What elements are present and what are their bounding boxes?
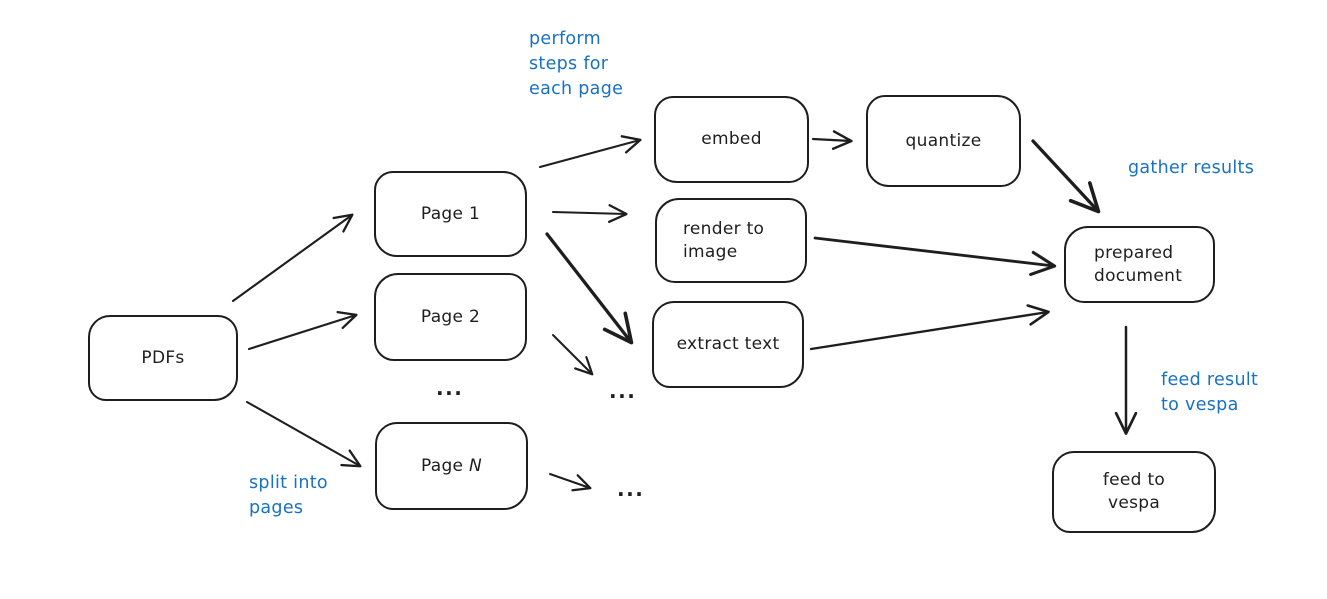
node-feed-to-vespa: feed to vespa [1052,451,1216,533]
arrow-render-to-prepared [813,236,1057,276]
arrow-page1-to-render [551,204,628,224]
node-feed-to-vespa-label: feed to vespa [1102,470,1166,513]
annotation-gather-results: gather results [1128,158,1255,178]
arrow-page1-to-embed [538,135,642,169]
node-pdfs: PDFs [88,315,238,401]
annotation-split-into-pages: split into pages [249,473,328,518]
node-pdfs-label: PDFs [141,347,185,368]
node-quantize-label: quantize [905,130,982,151]
node-embed: embed [654,96,809,183]
node-quantize: quantize [866,95,1021,187]
arrow-embed-to-quantize [811,130,853,150]
node-embed-label: embed [701,129,762,150]
node-page-n: Page N [375,422,528,510]
ellipsis-middle-steps: ... [609,379,637,403]
node-extract-text-label: extract text [676,334,780,355]
node-page2-label: Page 2 [420,306,481,327]
node-page2: Page 2 [374,273,527,361]
annotation-feed-result-to-vespa: feed result to vespa [1161,370,1259,415]
ellipsis-page-n-steps: ... [617,477,645,501]
node-prepared-document-label: prepared document [1094,242,1183,286]
node-page-n-label-prefix: Page [420,455,464,476]
arrow-page1-to-extract [545,232,634,345]
node-page1: Page 1 [374,171,527,257]
node-render-to-image: render to image [655,198,807,283]
arrow-pdfs-to-page2 [247,310,358,351]
node-page-n-label-suffix: N [469,455,483,476]
node-render-to-image-label: render to image [683,218,765,262]
arrow-extract-to-prepared [809,304,1050,351]
ellipsis-below-page2: ... [436,376,464,400]
arrow-quantize-to-prepared [1031,139,1101,214]
node-page-n-label: Page N [421,455,482,478]
node-page1-label: Page 1 [420,203,481,224]
arrow-page2-to-ellipsis [552,334,594,376]
arrow-pdfs-to-page-n [245,400,362,468]
node-prepared-document: prepared document [1064,226,1215,303]
arrow-pdfs-to-page1 [231,213,354,303]
node-extract-text: extract text [652,301,804,388]
arrow-page-n-to-ellipsis [549,473,592,492]
annotation-perform-steps: perform steps for each page [529,29,624,99]
